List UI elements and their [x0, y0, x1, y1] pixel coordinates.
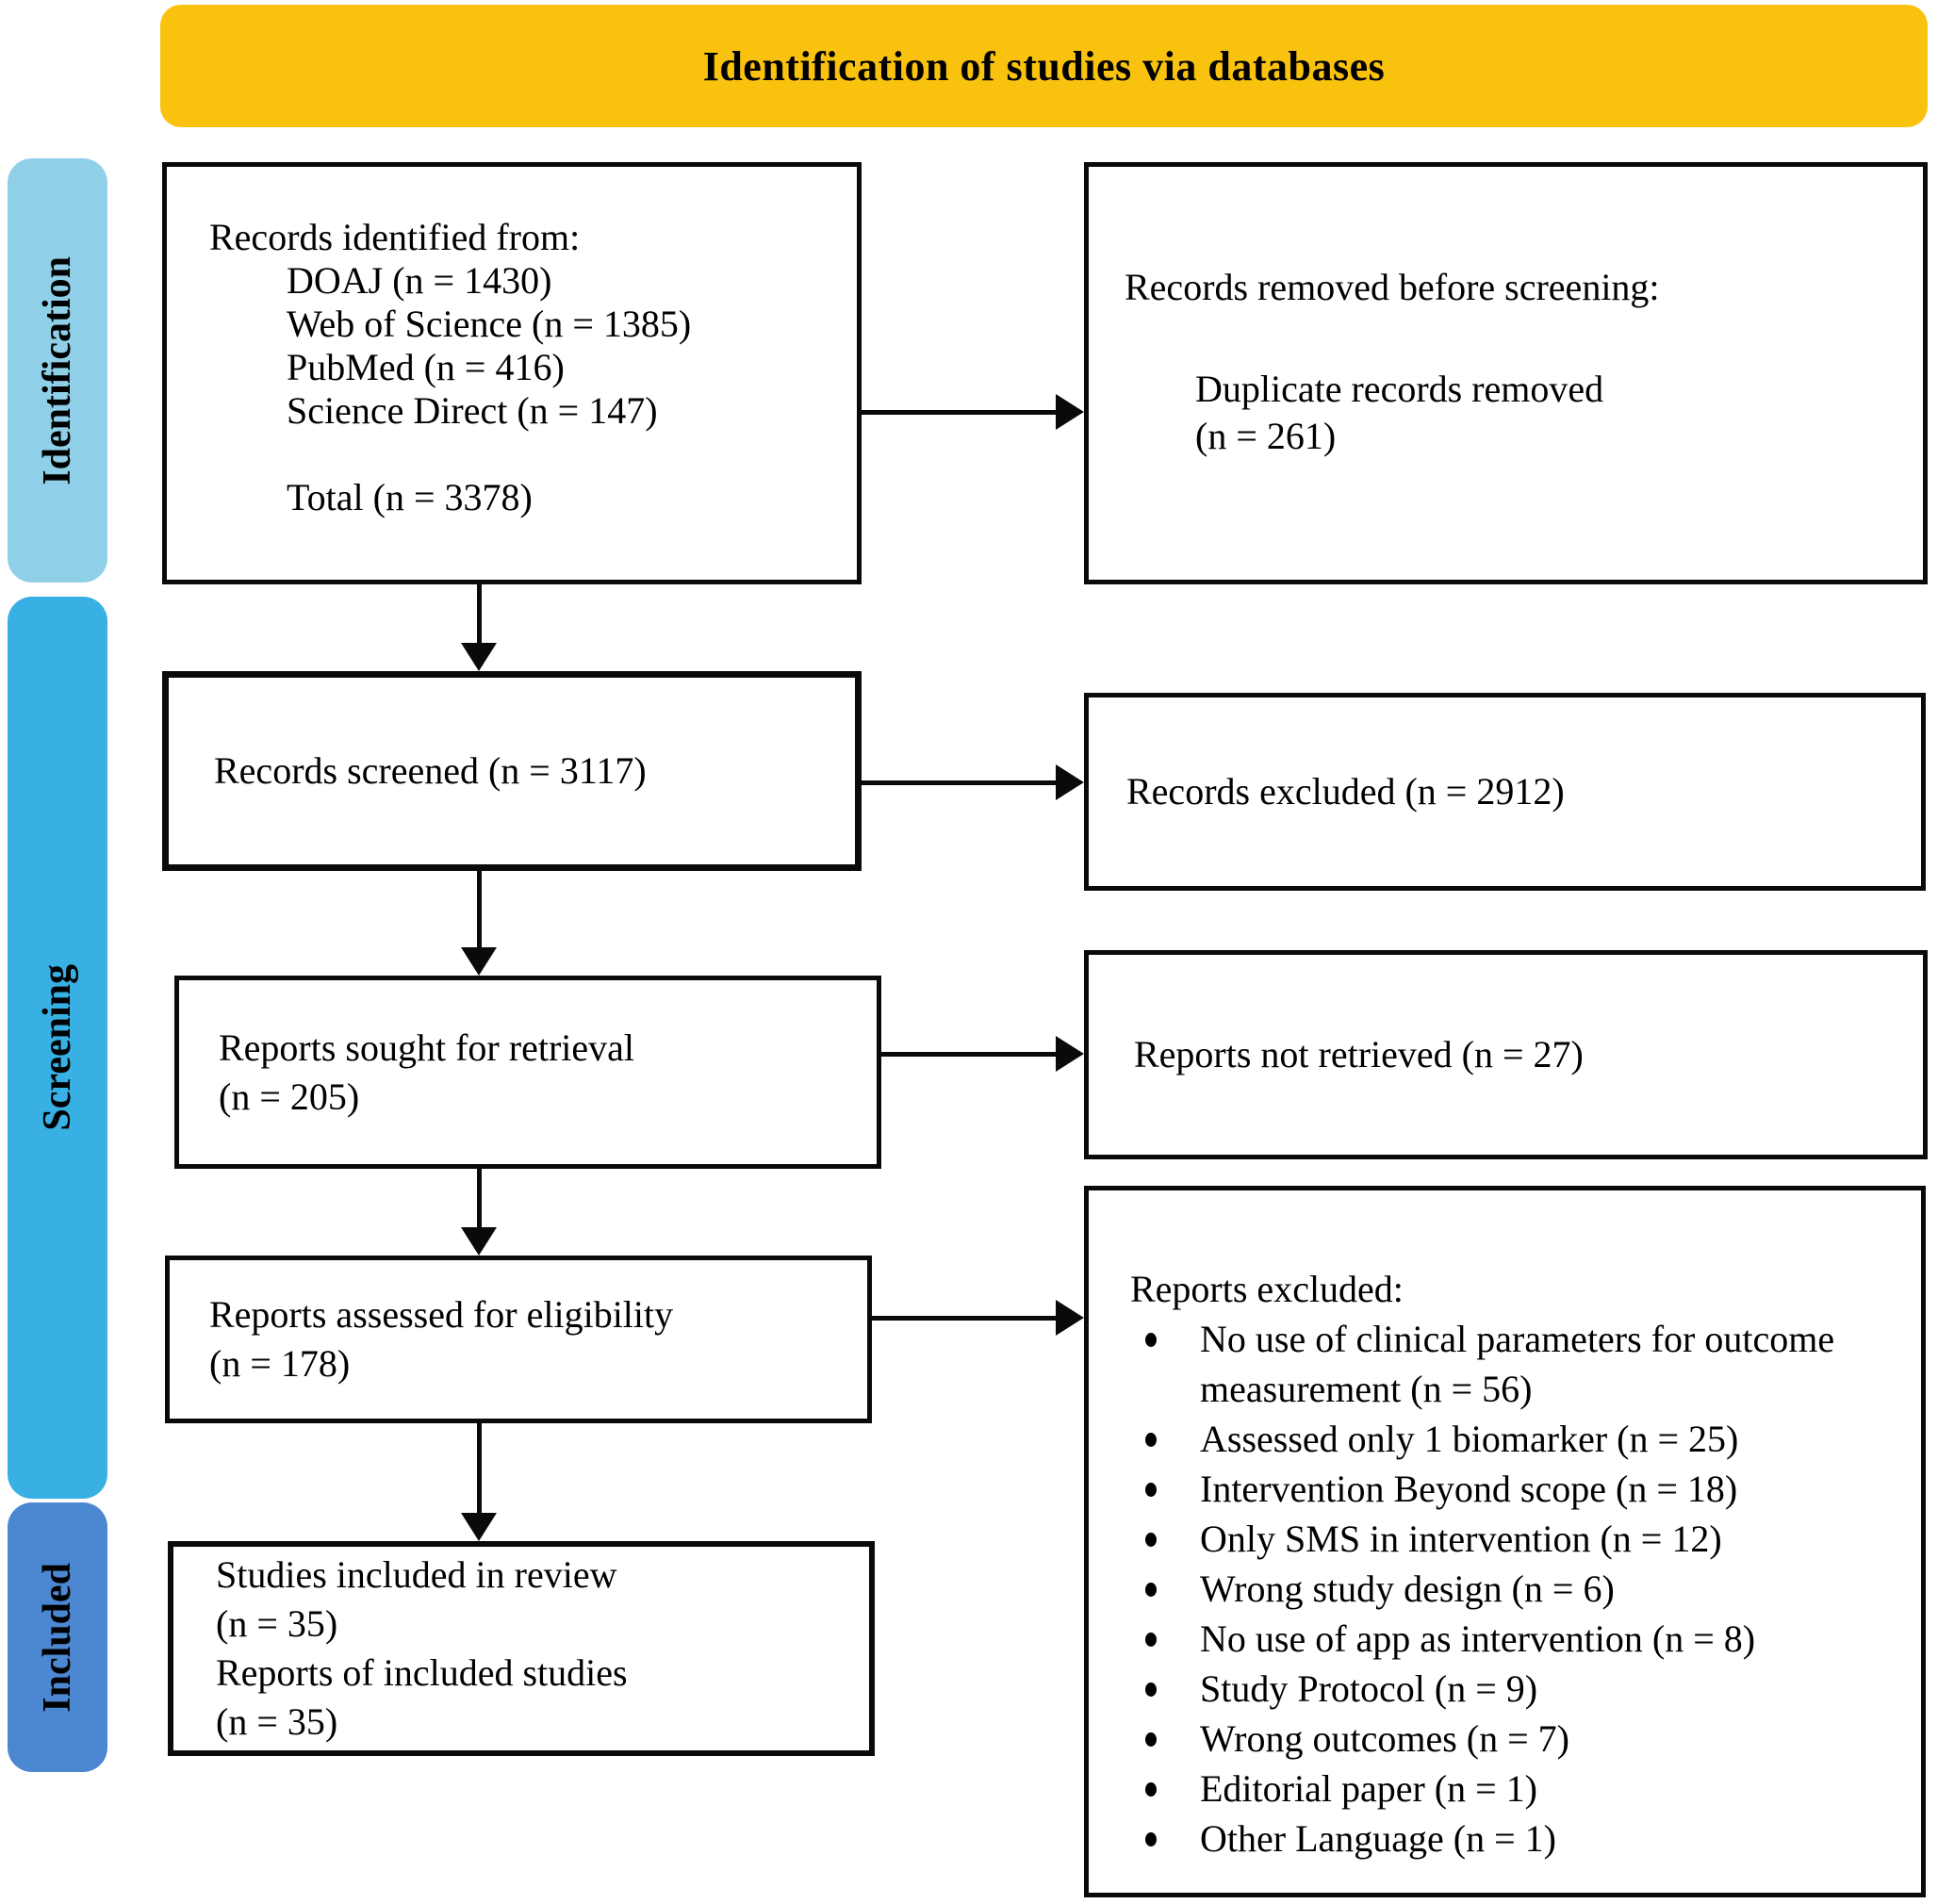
reports-assessed-line1: Reports assessed for eligibility [209, 1293, 674, 1336]
box-reports-not-retrieved: Reports not retrieved (n = 27) [1084, 950, 1928, 1159]
arrowhead-right-icon [1056, 1036, 1084, 1072]
studies-included-line2: (n = 35) [216, 1602, 338, 1645]
studies-included-line4: (n = 35) [216, 1700, 338, 1743]
excluded-reason-row: Wrong study design (n = 6) [1130, 1564, 1897, 1614]
stage-tab-screening: Screening [8, 597, 107, 1499]
arrowhead-down-icon [461, 643, 497, 671]
reports-sought-line1: Reports sought for retrieval [219, 1026, 634, 1069]
excluded-reason: Intervention Beyond scope (n = 18) [1200, 1468, 1738, 1510]
excluded-reason: Other Language (n = 1) [1200, 1817, 1556, 1860]
reports-excluded-title: Reports excluded: [1130, 1268, 1404, 1310]
source-pubmed: PubMed (n = 416) [287, 346, 565, 388]
excluded-reason: Study Protocol (n = 9) [1200, 1667, 1538, 1710]
banner-title: Identification of studies via databases [702, 42, 1386, 90]
bullet-icon [1130, 1314, 1200, 1347]
excluded-reason-row: Intervention Beyond scope (n = 18) [1130, 1464, 1897, 1514]
duplicate-records-text: Duplicate records removed [1195, 368, 1604, 410]
arrow-identified-to-screened [477, 583, 482, 645]
arrow-sought-to-assessed [477, 1167, 482, 1229]
spacer [209, 433, 838, 476]
stage-label-included: Included [36, 1562, 79, 1713]
box-records-screened: Records screened (n = 3117) [162, 671, 862, 871]
box-records-identified: Records identified from: DOAJ (n = 1430)… [162, 162, 862, 584]
arrow-assessed-to-included [477, 1421, 482, 1515]
arrow-sought-to-not-retrieved [879, 1052, 1058, 1057]
bullet-icon [1130, 1664, 1200, 1697]
arrowhead-right-icon [1056, 1300, 1084, 1336]
arrowhead-down-icon [461, 1227, 497, 1256]
box-studies-included: Studies included in review (n = 35) Repo… [168, 1541, 875, 1756]
excluded-reason-row: Assessed only 1 biomarker (n = 25) [1130, 1414, 1897, 1464]
arrowhead-down-icon [461, 947, 497, 976]
excluded-reason: Only SMS in intervention (n = 12) [1200, 1518, 1722, 1560]
records-identified-title: Records identified from: [209, 216, 581, 258]
bullet-icon [1130, 1464, 1200, 1497]
excluded-reason: Wrong study design (n = 6) [1200, 1568, 1615, 1610]
arrowhead-down-icon [461, 1513, 497, 1541]
reports-assessed-line2: (n = 178) [209, 1342, 351, 1385]
header-banner: Identification of studies via databases [160, 5, 1928, 127]
records-excluded-text: Records excluded (n = 2912) [1126, 770, 1565, 812]
stage-label-screening: Screening [36, 964, 79, 1131]
excluded-reason: No use of app as intervention (n = 8) [1200, 1617, 1756, 1660]
box-reports-assessed: Reports assessed for eligibility (n = 17… [165, 1256, 872, 1423]
arrow-identified-to-removed [858, 410, 1058, 415]
arrowhead-right-icon [1056, 394, 1084, 430]
excluded-reason-row: Editorial paper (n = 1) [1130, 1764, 1897, 1814]
duplicate-records-line: Duplicate records removed (n = 261) [1195, 366, 1895, 460]
arrow-screened-to-sought [477, 869, 482, 949]
arrow-screened-to-excluded [860, 780, 1058, 785]
bullet-icon [1130, 1764, 1200, 1797]
stage-label-identification: Identification [36, 255, 79, 485]
excluded-reason-row: Wrong outcomes (n = 7) [1130, 1714, 1897, 1764]
reports-not-retrieved-text: Reports not retrieved (n = 27) [1134, 1033, 1584, 1075]
box-reports-sought: Reports sought for retrieval (n = 205) [174, 976, 881, 1169]
stage-tab-identification: Identification [8, 158, 107, 583]
excluded-reason: No use of clinical parameters for outcom… [1200, 1318, 1835, 1410]
studies-included-line3: Reports of included studies [216, 1651, 628, 1694]
stage-tab-included: Included [8, 1502, 107, 1772]
bullet-icon [1130, 1514, 1200, 1547]
studies-included-line1: Studies included in review [216, 1553, 617, 1596]
excluded-reason: Assessed only 1 biomarker (n = 25) [1200, 1418, 1739, 1460]
records-removed-title: Records removed before screening: [1125, 266, 1660, 308]
bullet-icon [1130, 1714, 1200, 1747]
excluded-reason: Wrong outcomes (n = 7) [1200, 1717, 1569, 1760]
box-records-removed: Records removed before screening: Duplic… [1084, 162, 1928, 584]
excluded-reason-row: No use of app as intervention (n = 8) [1130, 1614, 1897, 1664]
bullet-icon [1130, 1814, 1200, 1847]
excluded-reason-row: Other Language (n = 1) [1130, 1814, 1897, 1863]
arrow-assessed-to-reports-excluded [870, 1316, 1058, 1321]
excluded-reason-row: Only SMS in intervention (n = 12) [1130, 1514, 1897, 1564]
arrowhead-right-icon [1056, 764, 1084, 800]
source-doaj: DOAJ (n = 1430) [287, 259, 552, 302]
box-reports-excluded: Reports excluded: No use of clinical par… [1084, 1186, 1926, 1897]
records-screened-text: Records screened (n = 3117) [214, 749, 647, 792]
box-records-excluded: Records excluded (n = 2912) [1084, 693, 1926, 891]
duplicate-records-count: (n = 261) [1195, 415, 1337, 457]
excluded-reason: Editorial paper (n = 1) [1200, 1767, 1537, 1810]
bullet-icon [1130, 1564, 1200, 1597]
excluded-reason-row: Study Protocol (n = 9) [1130, 1664, 1897, 1714]
bullet-icon [1130, 1614, 1200, 1647]
reports-sought-line2: (n = 205) [219, 1075, 360, 1118]
bullet-icon [1130, 1414, 1200, 1447]
excluded-reason-row: No use of clinical parameters for outcom… [1130, 1314, 1897, 1414]
source-web-of-science: Web of Science (n = 1385) [287, 303, 692, 345]
records-identified-total: Total (n = 3378) [287, 476, 533, 518]
source-science-direct: Science Direct (n = 147) [287, 389, 658, 432]
